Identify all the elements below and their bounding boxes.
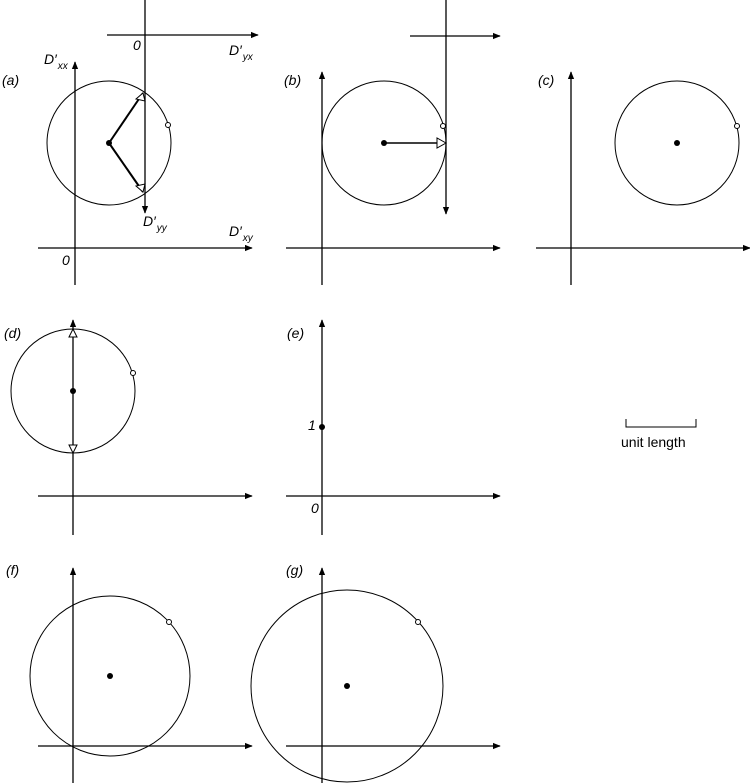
a-open-arrow-lower	[134, 183, 146, 193]
g-reference-point	[415, 619, 421, 625]
d-reference-point	[130, 370, 136, 376]
a-mohr-circle	[46, 80, 172, 206]
panel-c-label: (c)	[538, 72, 554, 88]
d-open-arrow-down	[68, 444, 78, 455]
panel-c: (c)	[536, 71, 750, 285]
d-circle-center	[70, 388, 76, 394]
scale-bar-label: unit length	[621, 434, 686, 450]
panel-b: (b)	[284, 0, 501, 285]
a-reference-point	[165, 122, 171, 128]
panel-e: (e) 1 0	[286, 319, 501, 535]
b-open-arrow	[436, 137, 448, 149]
panel-b-label: (b)	[284, 72, 301, 88]
a-label-dxy: D′xy	[229, 223, 254, 244]
c-circle-center	[674, 140, 680, 146]
d-open-arrow-up	[68, 327, 78, 338]
panel-d: (d)	[4, 319, 253, 535]
f-circle-center	[107, 673, 113, 679]
a-open-arrow-upper	[134, 92, 146, 102]
panel-e-label: (e)	[287, 325, 304, 341]
e-unit-point	[319, 424, 325, 430]
panel-a: (a) 0 0 D′xx D′xy D′yx D′yy	[2, 0, 259, 285]
panel-g-label: (g)	[286, 562, 303, 578]
a-label-dyy: D′yy	[143, 213, 168, 234]
scale-bar-line	[625, 419, 697, 428]
panel-a-label: (a)	[2, 72, 19, 88]
f-reference-point	[166, 619, 172, 625]
e-origin-label: 0	[311, 500, 319, 516]
panel-f: (f)	[6, 562, 253, 783]
a-vector-upper	[108, 92, 144, 144]
f-mohr-circle	[29, 595, 191, 757]
c-mohr-circle	[614, 80, 740, 206]
c-reference-point	[734, 123, 740, 129]
b-reference-point	[440, 123, 446, 129]
g-mohr-circle	[250, 589, 444, 783]
panel-d-label: (d)	[4, 325, 21, 341]
g-circle-center	[344, 683, 350, 689]
a-label-dxx: D′xx	[44, 51, 69, 72]
a-label-dyx: D′yx	[229, 42, 254, 63]
panel-g: (g)	[250, 562, 501, 783]
scale-bar: unit length	[621, 419, 697, 450]
a-vector-lower	[108, 142, 144, 193]
e-tick-one-label: 1	[308, 417, 316, 433]
a-origin-upper: 0	[133, 37, 141, 53]
a-origin-lower: 0	[62, 252, 70, 268]
panel-f-label: (f)	[6, 562, 19, 578]
